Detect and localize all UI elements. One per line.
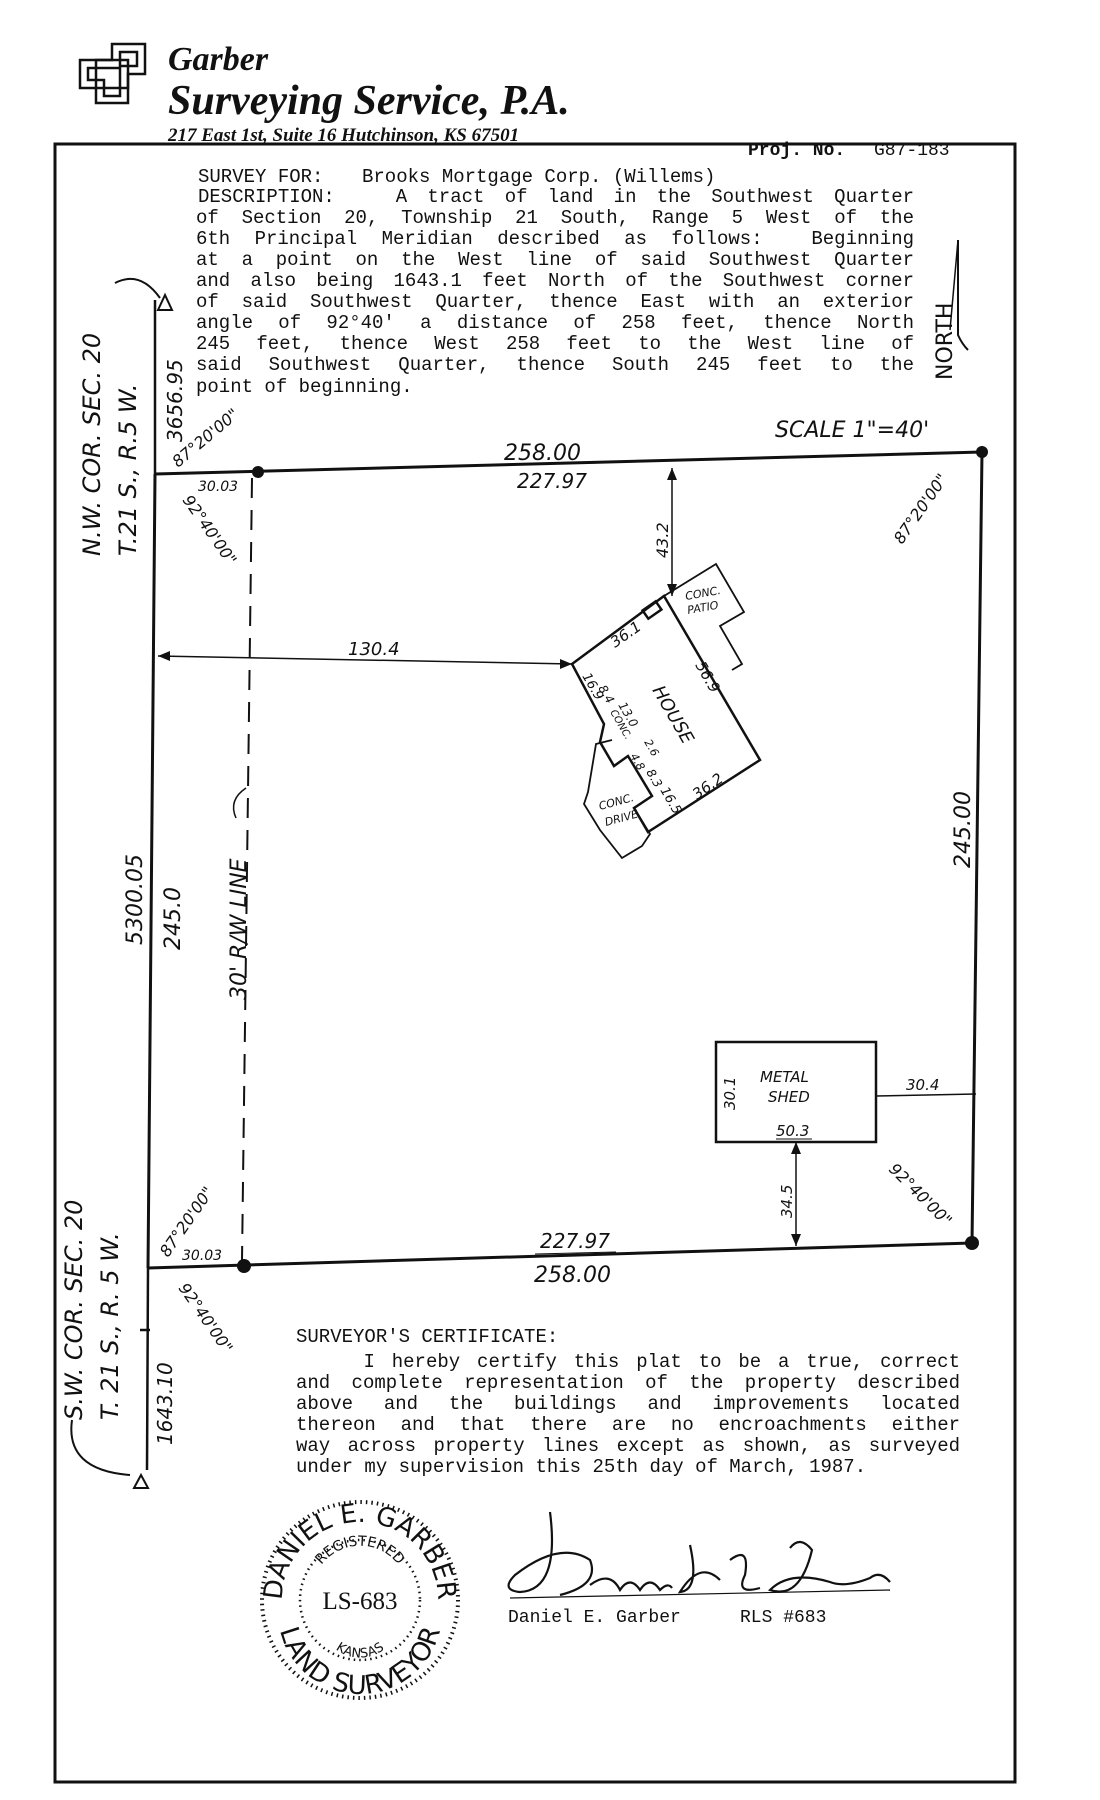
west-side-distance: 245.0: [161, 887, 186, 950]
bottom-outer-distance: 258.00: [534, 1263, 611, 1288]
ne-iron-pin: [976, 446, 988, 458]
shed-to-east-line: [875, 1093, 977, 1097]
house-to-north-distance: 43.2: [653, 522, 672, 558]
bottom-inner-distance: 227.97: [540, 1229, 610, 1253]
shed-width: 50.3: [776, 1122, 809, 1140]
west-section-line: [132, 292, 174, 1489]
description-line: 6th Principal Meridian described as foll…: [196, 228, 914, 250]
house-dim-2-6: 2.6: [641, 737, 661, 759]
dim-arrow-west: [158, 651, 170, 661]
company-name-line1: Garber: [168, 41, 269, 78]
signature: [507, 1511, 891, 1599]
seal-state-text: KANSAS: [333, 1640, 386, 1662]
signer-license: RLS #683: [740, 1608, 826, 1628]
patio-label-2: PATIO: [686, 599, 720, 617]
description-line: 245 feet, thence West 258 feet to the We…: [196, 333, 914, 355]
right-of-way-label: 30' R/W LINE: [227, 858, 252, 1000]
certificate-line: I hereby certify this plat to be a true,…: [296, 1351, 960, 1373]
east-side-distance: 245.00: [951, 791, 976, 868]
house-to-west-dimension-line: [157, 655, 573, 665]
shed-depth: 30.1: [721, 1077, 739, 1110]
patio-label-1: CONC.: [684, 584, 721, 603]
north-label: NORTH: [933, 303, 958, 380]
project-number: G87-183: [874, 141, 950, 161]
sw-interior-angle: 92°40'00": [175, 1279, 237, 1356]
bottom-underline: [534, 1251, 617, 1255]
top-inner-distance: 227.97: [517, 469, 587, 493]
property-boundary: [146, 450, 984, 1270]
certificate-line: way across property lines except as show…: [296, 1435, 960, 1457]
dim-arrow-south: [667, 584, 677, 596]
shed-label-2: SHED: [768, 1088, 810, 1106]
description-line: said Southwest Quarter, thence South 245…: [196, 354, 914, 376]
signer-name: Daniel E. Garber: [508, 1608, 681, 1628]
certificate-line: under my supervision this 25th day of Ma…: [296, 1456, 867, 1478]
west-line-distance: 5300.05: [123, 854, 148, 945]
house-label: HOUSE: [648, 682, 698, 748]
house-dim-36-2: 36.2: [689, 769, 727, 803]
top-underline: [503, 462, 599, 466]
seal-license: LS-683: [323, 1588, 398, 1615]
scale-label: SCALE 1"=40': [775, 418, 929, 443]
nw-corner-arrow: [114, 278, 161, 299]
company-logo: [78, 42, 147, 105]
certificate-title: SURVEYOR'S CERTIFICATE:: [296, 1326, 559, 1348]
certificate-line: above and the buildings and improvements…: [296, 1393, 960, 1415]
house-to-west-distance: 130.4: [348, 639, 400, 660]
seal-name-text: DANIEL E. GARBER: [259, 1499, 462, 1601]
nw-corner-label-2: T.21 S., R.5 W.: [114, 384, 142, 556]
concrete-drive: [583, 739, 652, 860]
sw-corner-label-1: S.W. COR. SEC. 20: [60, 1200, 88, 1420]
description-line: point of beginning.: [196, 376, 413, 398]
description-line: at a point on the West line of said Sout…: [196, 249, 914, 271]
description-line: and also being 1643.1 feet North of the …: [196, 270, 914, 292]
nw-offset: 30.03: [198, 479, 238, 495]
company-address: 217 East 1st, Suite 16 Hutchinson, KS 67…: [167, 125, 519, 146]
dim-arrow-north: [667, 468, 677, 480]
se-angle: 92°40'00": [885, 1159, 956, 1230]
sw-corner-label-2: T. 21 S., R. 5 W.: [96, 1232, 124, 1420]
house-dim-36-1: 36.1: [607, 617, 645, 651]
nw-iron-pin: [252, 466, 264, 478]
shed-arrow-up: [791, 1142, 801, 1154]
surveyor-seal: DANIEL E. GARBER LAND SURVEYOR REGISTERE…: [259, 1499, 462, 1701]
top-outer-distance: 258.00: [504, 441, 581, 466]
shed-to-east-distance: 30.4: [906, 1076, 939, 1094]
certificate-line: and complete representation of the prope…: [296, 1372, 960, 1394]
nw-corner-label-1: N.W. COR. SEC. 20: [78, 333, 106, 556]
survey-for-label: SURVEY FOR:: [198, 166, 324, 188]
ne-angle: 87°20'00": [890, 470, 952, 547]
se-iron-pin: [965, 1236, 979, 1250]
shed-to-south-distance: 34.5: [778, 1185, 796, 1218]
house-footprint: [570, 594, 762, 834]
seal-title-text: LAND SURVEYOR: [273, 1623, 447, 1701]
north-arrow: NORTH: [933, 239, 969, 380]
right-of-way-line: [241, 477, 253, 1261]
nw-interior-angle: 92°40'00": [179, 491, 241, 568]
description-line: of Section 20, Township 21 South, Range …: [196, 207, 914, 229]
description-line: angle of 92°40' a distance of 258 feet, …: [196, 312, 914, 334]
north-section-distance: 3656.95: [163, 359, 187, 442]
shed-label-1: METAL: [760, 1068, 809, 1086]
drive-label-2: DRIVE: [603, 808, 639, 829]
house-dim-4-8: 4.8: [627, 751, 647, 773]
sw-offset: 30.03: [182, 1248, 222, 1264]
company-name-line2: Surveying Service, P.A.: [168, 78, 570, 124]
south-section-distance: 1643.10: [153, 1362, 177, 1445]
shed-arrow-down: [791, 1234, 801, 1246]
survey-for-value: Brooks Mortgage Corp. (Willems): [362, 166, 716, 188]
sw-corner-arrow: [70, 1419, 131, 1476]
project-number-label: Proj. No.: [748, 141, 845, 161]
dim-arrow-east: [560, 659, 572, 669]
concrete-patio: [663, 562, 746, 671]
certificate-line: thereon and that there are no encroachme…: [296, 1414, 960, 1436]
sw-iron-pin: [237, 1259, 251, 1273]
description-line: of said Southwest Quarter, thence East w…: [196, 291, 914, 313]
description-line: DESCRIPTION: A tract of land in the Sout…: [198, 186, 914, 208]
seal-registered-text: REGISTERED: [312, 1534, 407, 1568]
row-label-arrow: [232, 787, 247, 819]
